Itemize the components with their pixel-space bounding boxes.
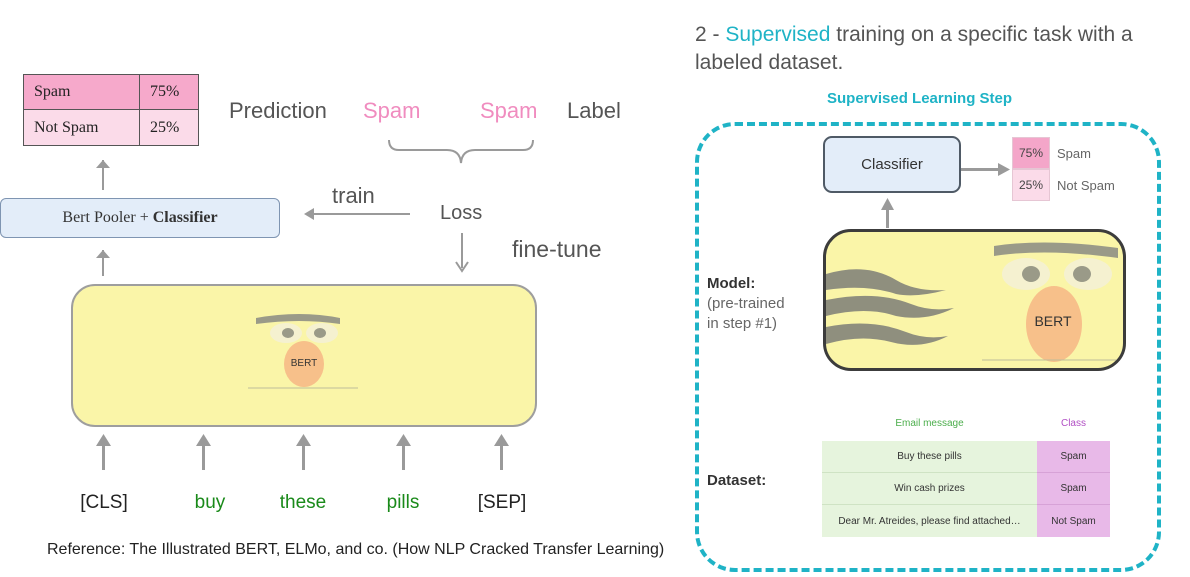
model-label: Model: [707,275,756,292]
left-diagram-arrows [96,139,534,470]
arrow-head [96,434,111,446]
model-sub2: in step #1) [707,315,778,332]
step-title: Supervised Learning Step [827,90,1013,107]
output-label: Not Spam [24,110,140,145]
output-spam-label: Spam [1057,146,1091,161]
token-arrow [500,442,503,470]
label-label: Label [567,98,621,123]
output-notspam-label: Not Spam [1057,178,1115,193]
token-cls: [CLS] [80,492,128,513]
finetune-label: fine-tune [512,236,602,262]
panel-title: 2 - Supervised training on a specific ta… [695,21,1175,77]
dataset-email-cell: Dear Mr. Atreides, please find attached… [822,505,1037,537]
arrow-head [881,198,894,210]
output-label: Spam [24,75,140,109]
dataset-header-email: Email message [895,418,964,429]
dataset-class-cell: Not Spam [1037,505,1110,537]
token-sep: [SEP] [477,492,527,513]
token-arrow [102,442,105,470]
bert-pooler-classifier: Bert Pooler + Classifier [0,198,280,238]
bert-face-icon [248,314,358,389]
prediction-label: Prediction [229,98,327,123]
dataset-class-cell: Spam [1037,441,1110,473]
arrow-head [494,434,509,446]
bert-face-label: BERT [290,358,318,369]
train-label: train [332,183,375,208]
arrow-head [998,163,1010,176]
arrow-head [96,250,110,258]
arrow-head [304,208,314,220]
bert-large-label: BERT [1034,313,1072,329]
output-probability-table: Spam 75% Not Spam 25% [23,74,199,146]
classifier-output-arrow [961,168,1000,171]
output-notspam-value: 25% [1012,169,1050,201]
label-value: Spam [480,98,538,123]
supervised-step-frame [695,122,1161,572]
bert-model-right [823,229,1126,371]
output-value: 25% [150,118,180,136]
output-row-not-spam: Not Spam 25% [24,110,198,145]
token-arrow [202,442,205,470]
token-buy: buy [194,492,226,513]
title-rest: training on a specific task with a label… [695,23,1139,74]
pooler-classifier: Classifier [152,209,218,226]
right-arrows [881,163,1010,228]
classifier-box: Classifier [823,136,961,193]
pooler-prefix: Bert Pooler + [62,209,153,226]
arrow-head [396,434,411,446]
token-arrow [402,442,405,470]
dataset-table: Buy these pills Spam Win cash prizes Spa… [822,441,1110,537]
classifier-label: Classifier [861,156,923,173]
arrow-head [455,261,469,273]
prediction-value: Spam [363,98,421,123]
title-prefix: 2 - [695,23,726,46]
bert-face-large-icon [826,242,1123,362]
arrow-head [96,160,110,168]
output-row-spam: Spam 75% [24,75,198,110]
output-value: 75% [150,83,180,100]
output-spam-value: 75% [1012,137,1050,169]
model-sub1: (pre-trained [707,295,785,312]
brace-icon [388,139,534,164]
arrow-head [296,434,311,446]
dataset-email-cell: Win cash prizes [822,473,1037,505]
dataset-header-class: Class [1060,418,1086,429]
dataset-email-cell: Buy these pills [822,441,1037,473]
loss-label: Loss [440,202,483,224]
token-these: these [279,492,327,513]
token-pills: pills [386,492,420,513]
dataset-class-cell: Spam [1037,473,1110,505]
reference-caption: Reference: The Illustrated BERT, ELMo, a… [47,541,665,558]
arrow-head [196,434,211,446]
bert-classifier-arrow [886,208,889,228]
token-arrow [302,442,305,470]
title-highlight: Supervised [725,23,831,46]
dataset-label: Dataset: [707,472,767,489]
